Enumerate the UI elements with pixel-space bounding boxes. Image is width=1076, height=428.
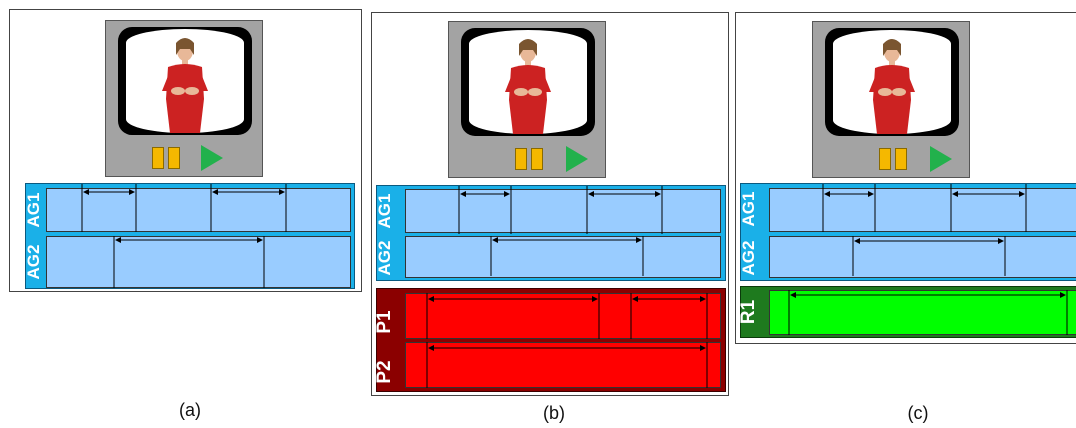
video-screen — [825, 28, 959, 136]
caption-a: (a) — [179, 400, 201, 420]
pause-icon[interactable] — [152, 147, 164, 169]
pause-icon[interactable] — [879, 148, 891, 170]
video-player — [105, 20, 263, 177]
annotator-group: AG1 AG2 — [24, 183, 355, 289]
pause-icon[interactable] — [168, 147, 180, 169]
participant-group: P1 P2 — [374, 288, 726, 392]
video-screen — [118, 27, 252, 135]
annotation-track-ag1 — [46, 188, 351, 232]
play-icon[interactable] — [930, 146, 952, 172]
pause-icon[interactable] — [531, 148, 543, 170]
play-icon[interactable] — [201, 145, 223, 171]
annotation-track-ag2 — [46, 236, 351, 288]
pause-icon[interactable] — [895, 148, 907, 170]
caption-c: (c) — [907, 403, 929, 423]
segment-markers — [426, 293, 708, 388]
segment-markers — [788, 290, 1068, 335]
play-icon[interactable] — [566, 146, 588, 172]
pause-icon[interactable] — [515, 148, 527, 170]
annotation-track-ag1 — [405, 189, 721, 233]
panel-a: AG1 AG2 — [9, 9, 362, 292]
panel-b: AG1 AG2 P1 P2 — [371, 12, 729, 396]
signer-image — [869, 39, 915, 134]
annotator-group: AG1 AG2 — [739, 183, 1076, 281]
video-player — [812, 21, 970, 178]
segment-markers — [458, 186, 663, 276]
panel-c: AG1 AG2 R1 — [735, 12, 1076, 344]
annotation-track-ag2 — [405, 236, 721, 278]
video-player — [448, 21, 606, 178]
signer-image — [505, 39, 551, 134]
annotator-group: AG1 AG2 — [375, 185, 726, 281]
signer-image — [162, 38, 208, 133]
video-screen — [461, 28, 595, 136]
segment-markers — [81, 184, 287, 288]
reference-group: R1 — [738, 286, 1076, 338]
segment-markers — [822, 184, 1027, 276]
caption-b: (b) — [543, 403, 565, 423]
